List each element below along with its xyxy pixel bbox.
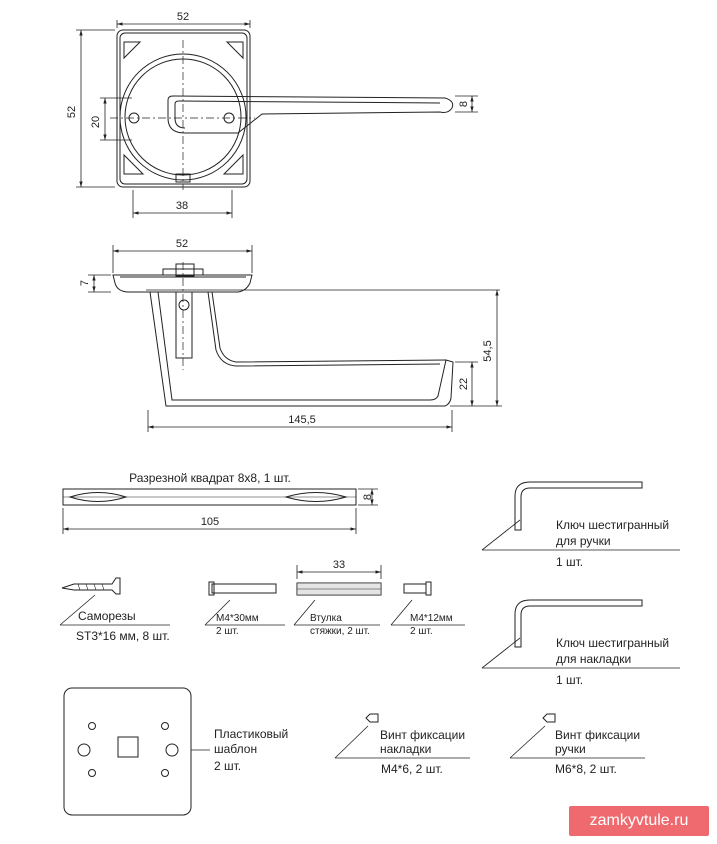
- set-screw-plate-spec: М4*6, 2 шт.: [381, 762, 443, 776]
- screws-title: Саморезы: [78, 609, 136, 623]
- hex-key-handle-line1: Ключ шестигранный: [556, 518, 669, 532]
- handle-thickness-label: 8: [458, 101, 470, 107]
- bolt30-size: М4*30мм: [216, 613, 259, 624]
- top-dims: [76, 20, 478, 218]
- sleeve-line2: стяжки, 2 шт.: [310, 626, 370, 637]
- self-tapping-screw: [59, 577, 170, 626]
- top-height-label: 52: [66, 106, 78, 118]
- part-labels: Разрезной квадрат 8х8, 1 шт. 8 105 Ключ …: [76, 471, 669, 776]
- hex-key-plate-qty: 1 шт.: [556, 673, 583, 687]
- side-view: [112, 262, 500, 407]
- hex-key-handle-line2: для ручки: [556, 534, 611, 548]
- bolt-m4x12: [390, 581, 465, 626]
- bolt12-qty: 2 шт.: [410, 626, 433, 637]
- bolt30-qty: 2 шт.: [216, 626, 239, 637]
- bolt12-size: М4*12мм: [410, 613, 453, 624]
- sleeve-length-label: 33: [333, 559, 345, 571]
- square-title: Разрезной квадрат 8х8, 1 шт.: [129, 471, 291, 485]
- split-square: [62, 488, 378, 534]
- template-line2: шаблон: [214, 742, 257, 756]
- side-height-label: 54,5: [482, 340, 494, 361]
- set-screw-handle-line2: ручки: [555, 742, 586, 756]
- set-screw-plate-drawing: [334, 713, 470, 759]
- hex-key-plate-drawing: [481, 599, 680, 669]
- sleeve-line1: Втулка: [310, 613, 342, 624]
- set-screw-handle-spec: М6*8, 2 шт.: [555, 762, 617, 776]
- template-qty: 2 шт.: [214, 759, 241, 773]
- set-screw-plate-line1: Винт фиксации: [380, 728, 465, 742]
- sleeve: [293, 565, 382, 626]
- template-line1: Пластиковый: [214, 727, 288, 741]
- hole-spacing-label: 20: [90, 116, 102, 128]
- hex-key-plate-line2: для накладки: [556, 652, 631, 666]
- grip-height-label: 22: [458, 378, 470, 390]
- top-view: [110, 29, 454, 190]
- screws-spec: ST3*16 мм, 8 шт.: [76, 629, 170, 643]
- rosette-depth-label: 7: [79, 280, 91, 286]
- dimension-labels: 52 52 20 38 8 52 7 54,5 22 145,5: [66, 11, 494, 426]
- square-thickness-label: 8: [362, 494, 374, 500]
- hex-key-plate-line1: Ключ шестигранный: [556, 636, 669, 650]
- side-width-label: 52: [176, 238, 188, 250]
- side-dims: [88, 245, 502, 432]
- watermark: zamkyvtule.ru: [569, 806, 709, 836]
- plastic-template: [63, 687, 210, 816]
- length-label: 145,5: [288, 414, 316, 426]
- square-length-label: 105: [201, 516, 219, 528]
- set-screw-handle-line1: Винт фиксации: [555, 728, 640, 742]
- set-screw-plate-line2: накладки: [380, 742, 431, 756]
- set-screw-handle-drawing: [509, 713, 645, 759]
- rosette-diameter-label: 38: [176, 200, 188, 212]
- hex-key-handle-drawing: [481, 481, 680, 551]
- top-width-label: 52: [177, 11, 189, 23]
- bolt-m4x30: [204, 581, 285, 626]
- hex-key-handle-qty: 1 шт.: [556, 555, 583, 569]
